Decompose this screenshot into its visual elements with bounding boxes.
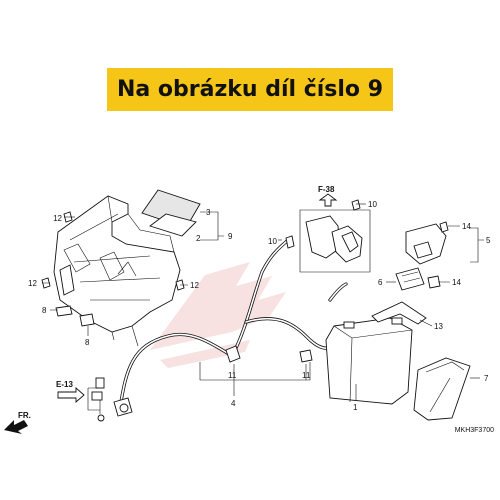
callout-6: 6: [378, 278, 383, 287]
callout-3: 3: [206, 208, 211, 217]
fuse-icon: [427, 275, 441, 289]
battery-cable: [113, 238, 348, 417]
relay-bracket: [299, 209, 371, 273]
battery-cover: [413, 357, 471, 421]
callout-14-bottom: 14: [452, 278, 461, 287]
callout-11-right: 11: [302, 371, 311, 380]
callout-14-top: 14: [462, 222, 471, 231]
battery: [325, 317, 413, 405]
battery-strap: [371, 301, 427, 325]
diagram-code: MKH3F3700: [455, 427, 494, 434]
callout-11-left: 11: [228, 371, 237, 380]
front-arrow-icon: [4, 420, 28, 434]
bolt-icon: [285, 199, 361, 249]
callout-5: 5: [486, 236, 491, 245]
wing-logo-icon: [150, 262, 286, 368]
callout-2: 2: [196, 234, 201, 243]
callout-9: 9: [228, 232, 233, 241]
callout-7: 7: [484, 374, 489, 383]
callout-8-bottom: 8: [85, 338, 90, 347]
up-arrow-icon: [318, 193, 338, 207]
leader-lines: [42, 203, 484, 411]
callout-12-top: 12: [53, 214, 62, 223]
right-arrow-icon: [57, 387, 85, 403]
battery-tray: [53, 195, 181, 347]
callout-12-right: 12: [190, 281, 199, 290]
callout-4: 4: [231, 399, 236, 408]
callout-10-cable: 10: [268, 237, 277, 246]
e13-bolt: [91, 377, 105, 422]
relay-holder: [405, 221, 449, 265]
part-number-banner: Na obrázku díl číslo 9: [107, 68, 393, 111]
ref-f38: F-38: [318, 185, 335, 194]
front-label: FR.: [18, 411, 31, 420]
clip-icon: [55, 305, 95, 327]
banner-text: Na obrázku díl číslo 9: [116, 77, 384, 102]
relay-block: [395, 267, 425, 291]
callout-13: 13: [434, 322, 443, 331]
callout-1: 1: [353, 403, 358, 412]
callout-12-left: 12: [28, 279, 37, 288]
part-2-plate: [149, 213, 197, 237]
callout-10-bracket: 10: [368, 200, 377, 209]
ref-e13: E-13: [56, 380, 73, 389]
callout-8-left: 8: [42, 306, 47, 315]
